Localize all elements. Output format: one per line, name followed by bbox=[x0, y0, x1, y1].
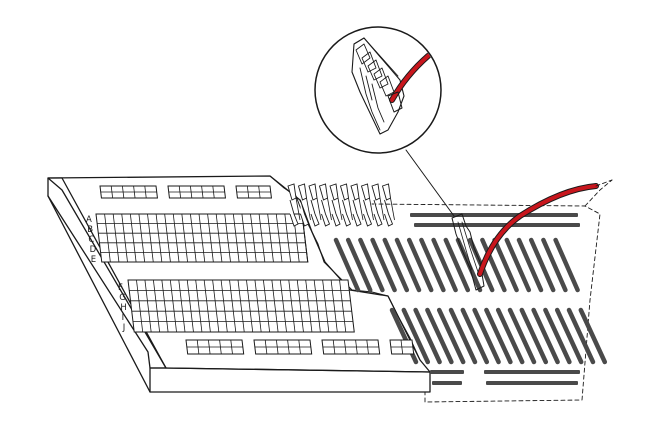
metal-strip bbox=[519, 307, 549, 365]
metal-strip bbox=[394, 237, 422, 293]
metal-strip bbox=[425, 307, 454, 365]
terminal-strips-lower bbox=[389, 307, 608, 365]
spring-clip bbox=[350, 183, 364, 227]
magnifier-leader-line bbox=[405, 149, 455, 217]
terminal-strips-upper bbox=[333, 237, 580, 293]
rail-strip-bottom-1 bbox=[430, 370, 464, 374]
rail-strip-top-2 bbox=[414, 223, 580, 227]
row-label-j: J bbox=[122, 323, 126, 333]
metal-strip bbox=[382, 237, 410, 293]
metal-strip bbox=[541, 237, 568, 293]
metal-strip bbox=[472, 307, 501, 365]
rail-strip-top-1 bbox=[410, 213, 578, 217]
cutaway-outline bbox=[371, 179, 613, 403]
metal-strip bbox=[492, 237, 519, 293]
spring-clip bbox=[297, 183, 311, 227]
metal-strip bbox=[504, 237, 532, 293]
metal-strip bbox=[553, 237, 580, 293]
power-rail-block-top-3 bbox=[235, 185, 273, 199]
hole-grids bbox=[95, 185, 415, 355]
row-label-h: H bbox=[120, 303, 126, 313]
metal-strip bbox=[448, 307, 478, 365]
metal-strip bbox=[345, 237, 373, 293]
spring-clip bbox=[308, 183, 322, 227]
metal-strip bbox=[480, 237, 507, 293]
row-label-f: F bbox=[118, 283, 123, 293]
magnified-clip-inset bbox=[314, 26, 442, 154]
row-label-g: G bbox=[119, 293, 126, 303]
rail-strip-bottom-2 bbox=[484, 370, 580, 374]
rail-strip-bottom-3 bbox=[432, 381, 462, 385]
terminal-block-lower-left bbox=[127, 279, 355, 333]
row-label-i: I bbox=[122, 313, 125, 323]
spring-clip bbox=[318, 183, 332, 227]
row-label-b: B bbox=[87, 225, 93, 235]
metal-strip bbox=[460, 307, 490, 365]
metal-strip bbox=[566, 307, 596, 365]
metal-strip bbox=[406, 237, 434, 293]
power-rail-block-top-2 bbox=[167, 185, 227, 199]
metal-strip bbox=[431, 237, 458, 293]
spring-clip bbox=[329, 183, 343, 227]
metal-strip bbox=[436, 307, 466, 365]
spring-clip bbox=[371, 183, 385, 227]
metal-strip bbox=[543, 307, 572, 365]
row-label-c: C bbox=[88, 235, 94, 245]
power-rail-block-top-1 bbox=[99, 185, 159, 199]
metal-strip bbox=[401, 307, 431, 365]
rail-strip-bottom-4 bbox=[486, 381, 578, 385]
metal-strip bbox=[419, 237, 446, 293]
power-rail-strips bbox=[410, 213, 580, 385]
magnifier-circle bbox=[314, 26, 442, 154]
row-label-a: A bbox=[86, 215, 92, 225]
metal-strip bbox=[507, 307, 537, 365]
jumper-wire bbox=[477, 179, 613, 277]
power-rail-block-bottom-1 bbox=[185, 339, 245, 355]
spring-clip-row bbox=[287, 183, 395, 227]
metal-strip bbox=[528, 237, 556, 293]
metal-strip bbox=[495, 307, 525, 365]
metal-strip bbox=[443, 237, 471, 293]
power-rail-block-bottom-3 bbox=[321, 339, 381, 355]
terminal-block-upper-left bbox=[95, 213, 309, 263]
power-rail-block-bottom-2 bbox=[253, 339, 313, 355]
metal-strip bbox=[484, 307, 513, 365]
metal-strip bbox=[531, 307, 560, 365]
metal-strip bbox=[370, 237, 397, 293]
spring-clip bbox=[287, 183, 301, 227]
spring-clip bbox=[381, 183, 395, 227]
row-label-d: D bbox=[90, 245, 97, 255]
spring-clip bbox=[360, 183, 374, 227]
power-rail-block-bottom-4 bbox=[389, 339, 415, 355]
metal-strip bbox=[516, 237, 544, 293]
metal-strip bbox=[358, 237, 385, 293]
metal-strip bbox=[578, 307, 608, 365]
row-label-e: E bbox=[91, 255, 96, 265]
metal-strip bbox=[554, 307, 584, 365]
spring-clip bbox=[339, 183, 353, 227]
metal-strip bbox=[413, 307, 442, 365]
metal-strip bbox=[333, 237, 361, 293]
